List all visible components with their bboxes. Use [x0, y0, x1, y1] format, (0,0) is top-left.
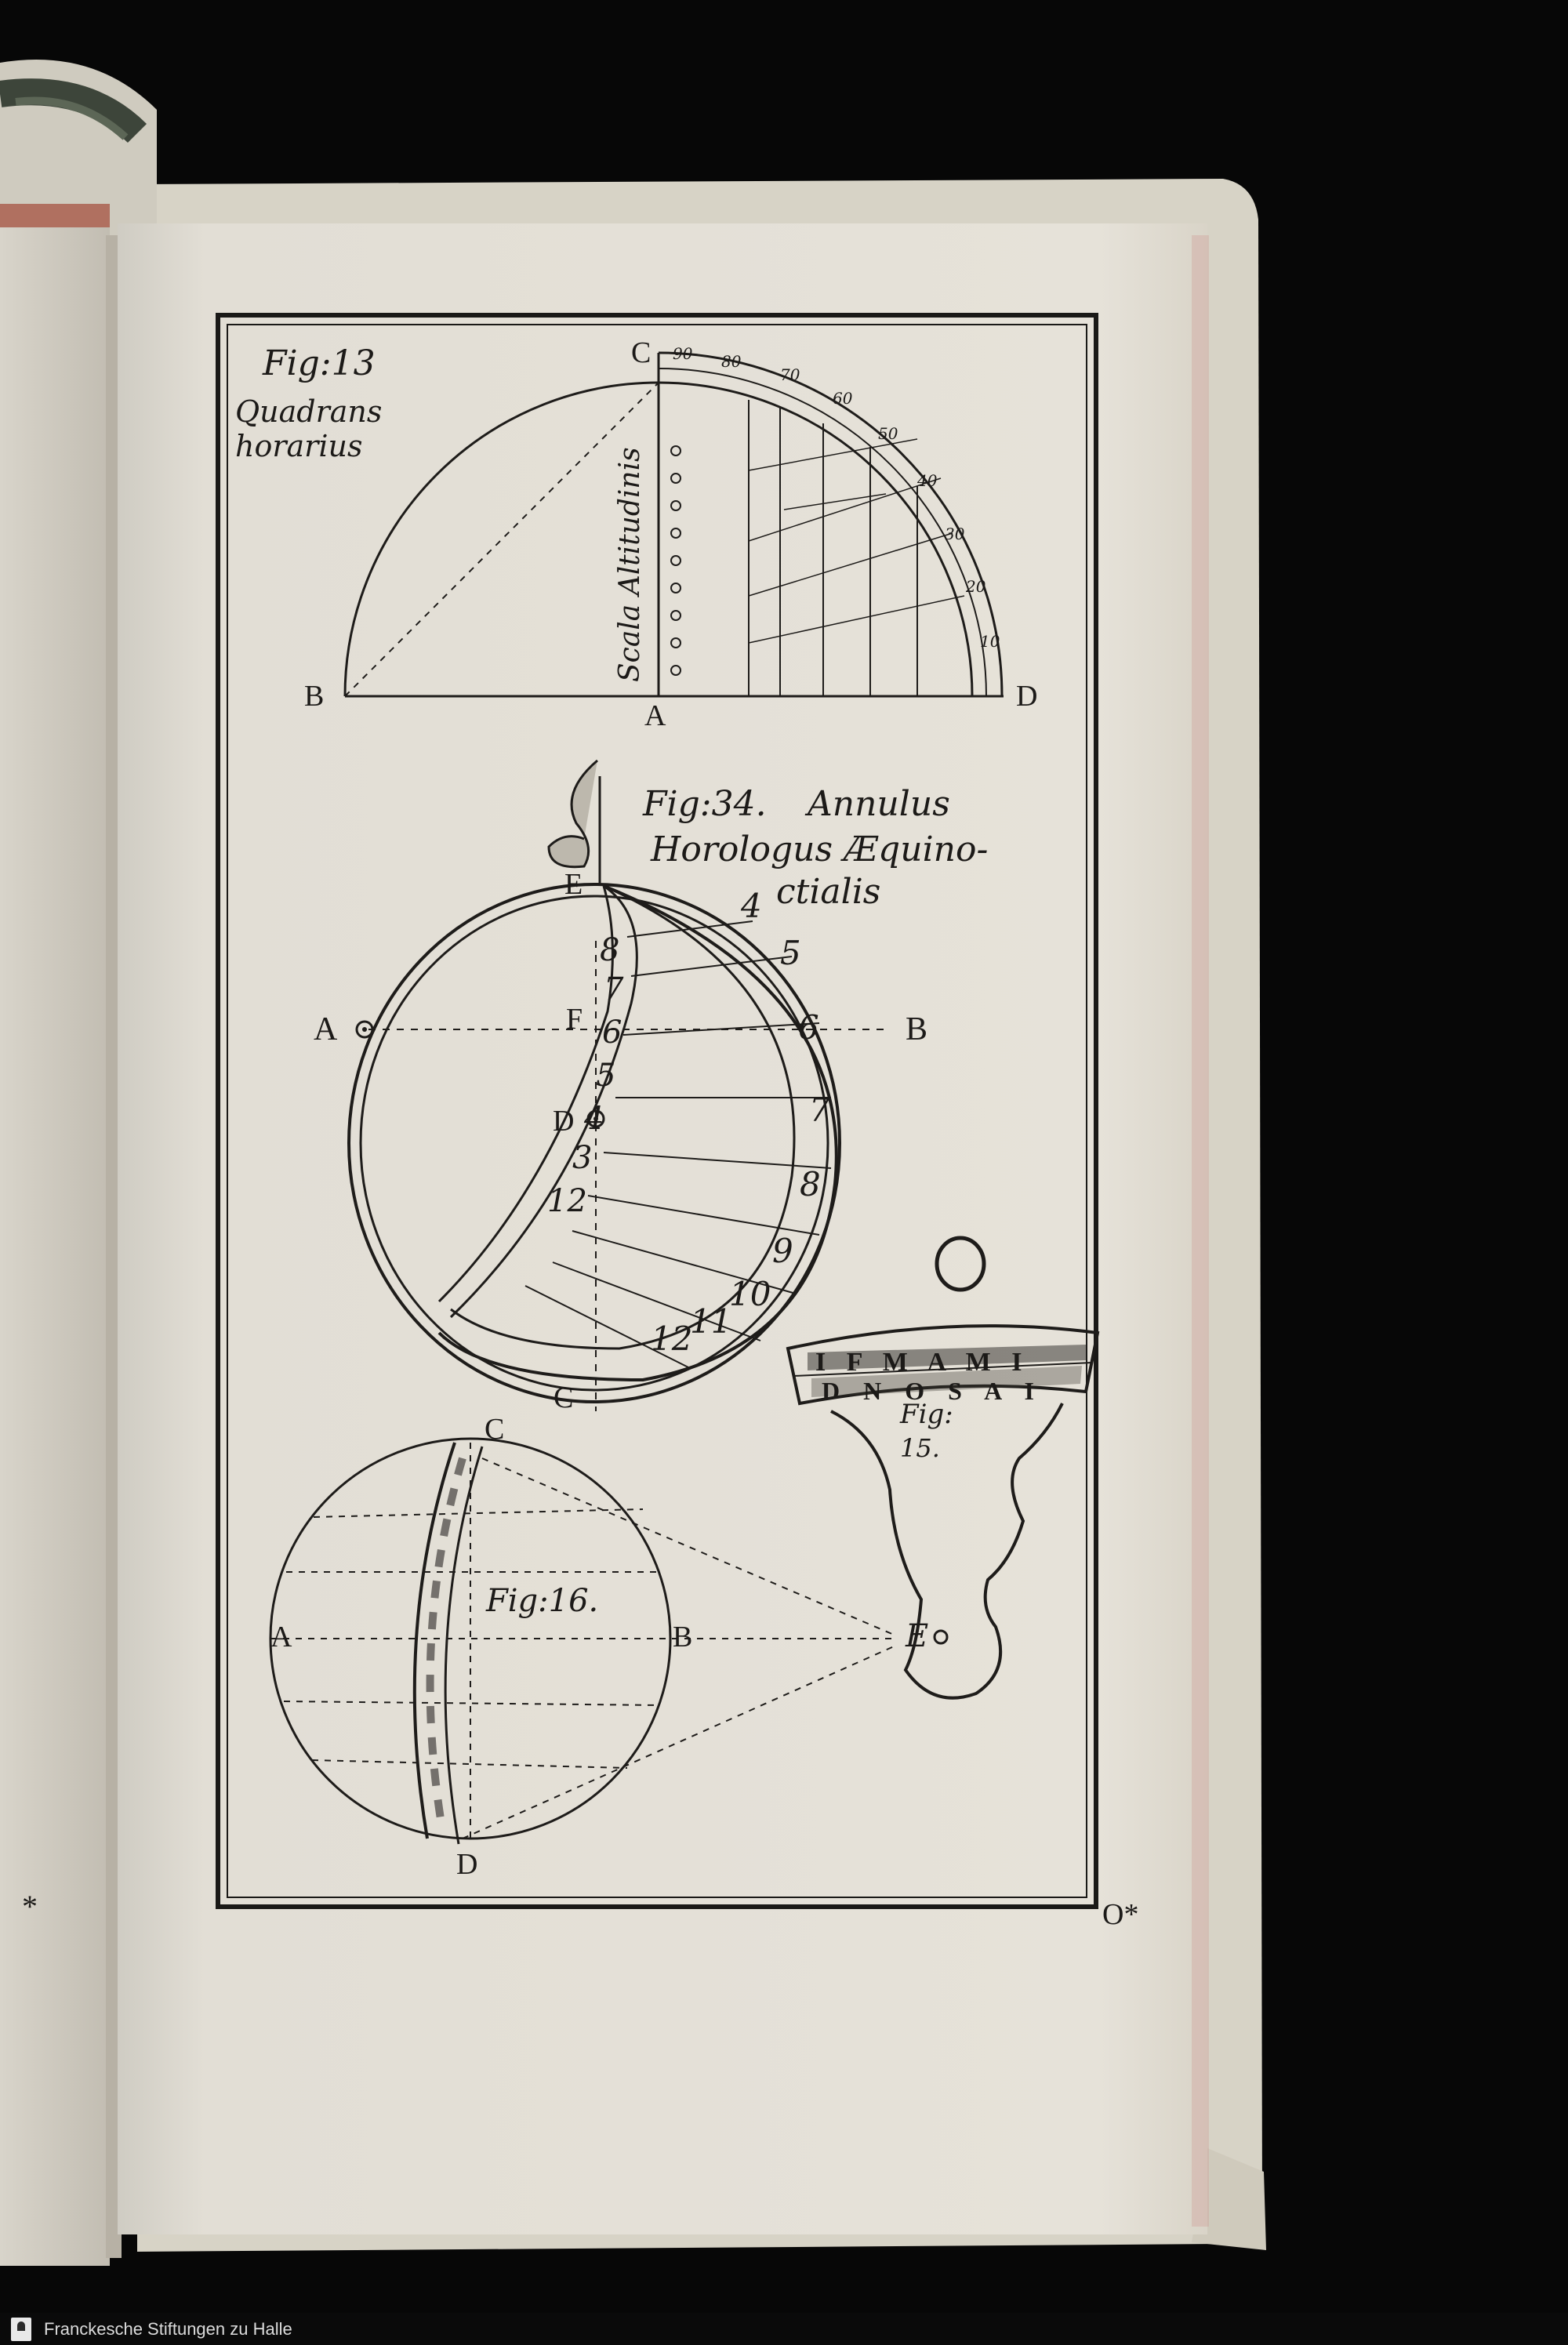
fig13-caption-line1: Quadrans	[235, 394, 382, 429]
fig13-scale-label: Scala Altitudinis	[614, 447, 646, 682]
fig13-point-d: D	[1016, 680, 1037, 713]
fig34-equinoctial-ring: Fig:34. Annulus Horologus Æquino- ctiali…	[314, 759, 988, 1414]
fig34-hour-numeral: 4	[740, 887, 762, 925]
fig13-tick: 10	[980, 632, 1000, 651]
fig34-hour-numeral: 7	[809, 1091, 830, 1129]
fig34-hour-numeral: 12	[651, 1320, 692, 1358]
fig13-point-a: A	[644, 699, 666, 732]
fig34-hour-numeral: 9	[772, 1232, 793, 1270]
fig34-hour-numeral: 5	[596, 1058, 615, 1094]
fig34-point-a: A	[314, 1011, 338, 1047]
fig13-hour-grid	[748, 400, 965, 696]
fig13-arc-ticks: 90 80 70 60 50 40 30 20 10	[673, 344, 1000, 651]
fig15-point-e: E	[905, 1618, 928, 1654]
fig15-months-bottom: D N O S A I	[822, 1377, 1043, 1405]
fig34-hour-numeral: 5	[780, 934, 801, 972]
fig34-hour-numeral: 4	[583, 1101, 604, 1137]
fig13-scale-circles	[670, 445, 681, 676]
fig34-hour-numeral: 10	[729, 1275, 771, 1313]
fig34-point-c: C	[554, 1381, 573, 1414]
fig13-tick: 70	[780, 365, 800, 384]
fig34-hour-numeral: 8	[800, 1165, 821, 1203]
fig34-hour-numeral: 6	[602, 1015, 622, 1051]
fig34-caption-line2: Horologus Æquino-	[650, 829, 988, 869]
fig34-hour-lines	[524, 920, 832, 1369]
plate-inner-border	[227, 324, 1087, 1898]
fig34-hour-numeral: 8	[600, 932, 619, 968]
fig13-tick: 60	[833, 389, 853, 408]
fig13-point-c: C	[631, 336, 651, 369]
fig34-inner-hour-numerals: 8 7 6 5 4 3 12	[547, 932, 624, 1219]
left-page: *	[0, 227, 122, 2266]
fig34-hour-numeral: 6	[798, 1008, 819, 1047]
fig34-caption-line1: Annulus	[804, 784, 950, 824]
fig16-sphere-projection: Fig:16. A B C D	[269, 1413, 895, 1881]
fig13-caption-line2: horarius	[235, 429, 362, 463]
fig34-point-f: F	[566, 1003, 583, 1036]
fig15-number: 15.	[900, 1433, 940, 1463]
fig34-point-e: E	[564, 868, 583, 901]
fig34-outer-hour-numerals: 4 5 6 7 8 9 10 11 12	[651, 887, 830, 1358]
fig13-tick: 30	[945, 525, 965, 543]
fig15-month-dial: I F M A M I D N O S A I Fig: 15. E	[786, 1236, 1100, 1700]
fig16-title: Fig:16.	[485, 1583, 598, 1619]
fig13-tick: 80	[721, 352, 742, 371]
fig34-caption-line3: ctialis	[776, 872, 880, 912]
fig13-tick: 20	[965, 577, 986, 596]
fig34-hour-numeral: 3	[572, 1140, 592, 1176]
sheet-signature-mark: O*	[1102, 1898, 1138, 1931]
fig13-quadrant: Fig:13 Quadrans horarius Scala Altitudin…	[235, 336, 1037, 732]
fig34-hour-numeral: 12	[547, 1183, 587, 1219]
fig15-months-top: I F M A M I	[815, 1348, 1029, 1377]
fig34-point-d: D	[553, 1105, 574, 1138]
fig16-point-c: C	[485, 1413, 504, 1446]
fig16-point-d: D	[456, 1848, 477, 1881]
right-page	[118, 223, 1209, 2234]
fig16-point-b: B	[673, 1621, 692, 1653]
fig34-title: Fig:34.	[642, 784, 767, 824]
fig13-tick: 90	[673, 344, 693, 363]
fig15-title: Fig:	[899, 1399, 953, 1430]
fig16-dashed-lines	[270, 1443, 895, 1839]
fig34-point-b: B	[906, 1011, 927, 1047]
fig13-point-b: B	[304, 680, 324, 713]
footer-bar: Franckesche Stiftungen zu Halle	[0, 2313, 1568, 2345]
fig13-title: Fig:13	[262, 343, 376, 383]
fig16-point-a: A	[270, 1621, 292, 1653]
plate-border	[216, 313, 1098, 1909]
fig13-tick: 50	[878, 424, 898, 443]
institution-logo-icon	[11, 2317, 31, 2341]
left-page-mark: *	[22, 1889, 38, 1924]
fig34-hour-numeral: 11	[690, 1302, 731, 1341]
fig34-hour-numeral: 7	[604, 971, 624, 1007]
fig13-tick: 40	[916, 471, 938, 490]
footer-credit: Franckesche Stiftungen zu Halle	[44, 2318, 292, 2339]
